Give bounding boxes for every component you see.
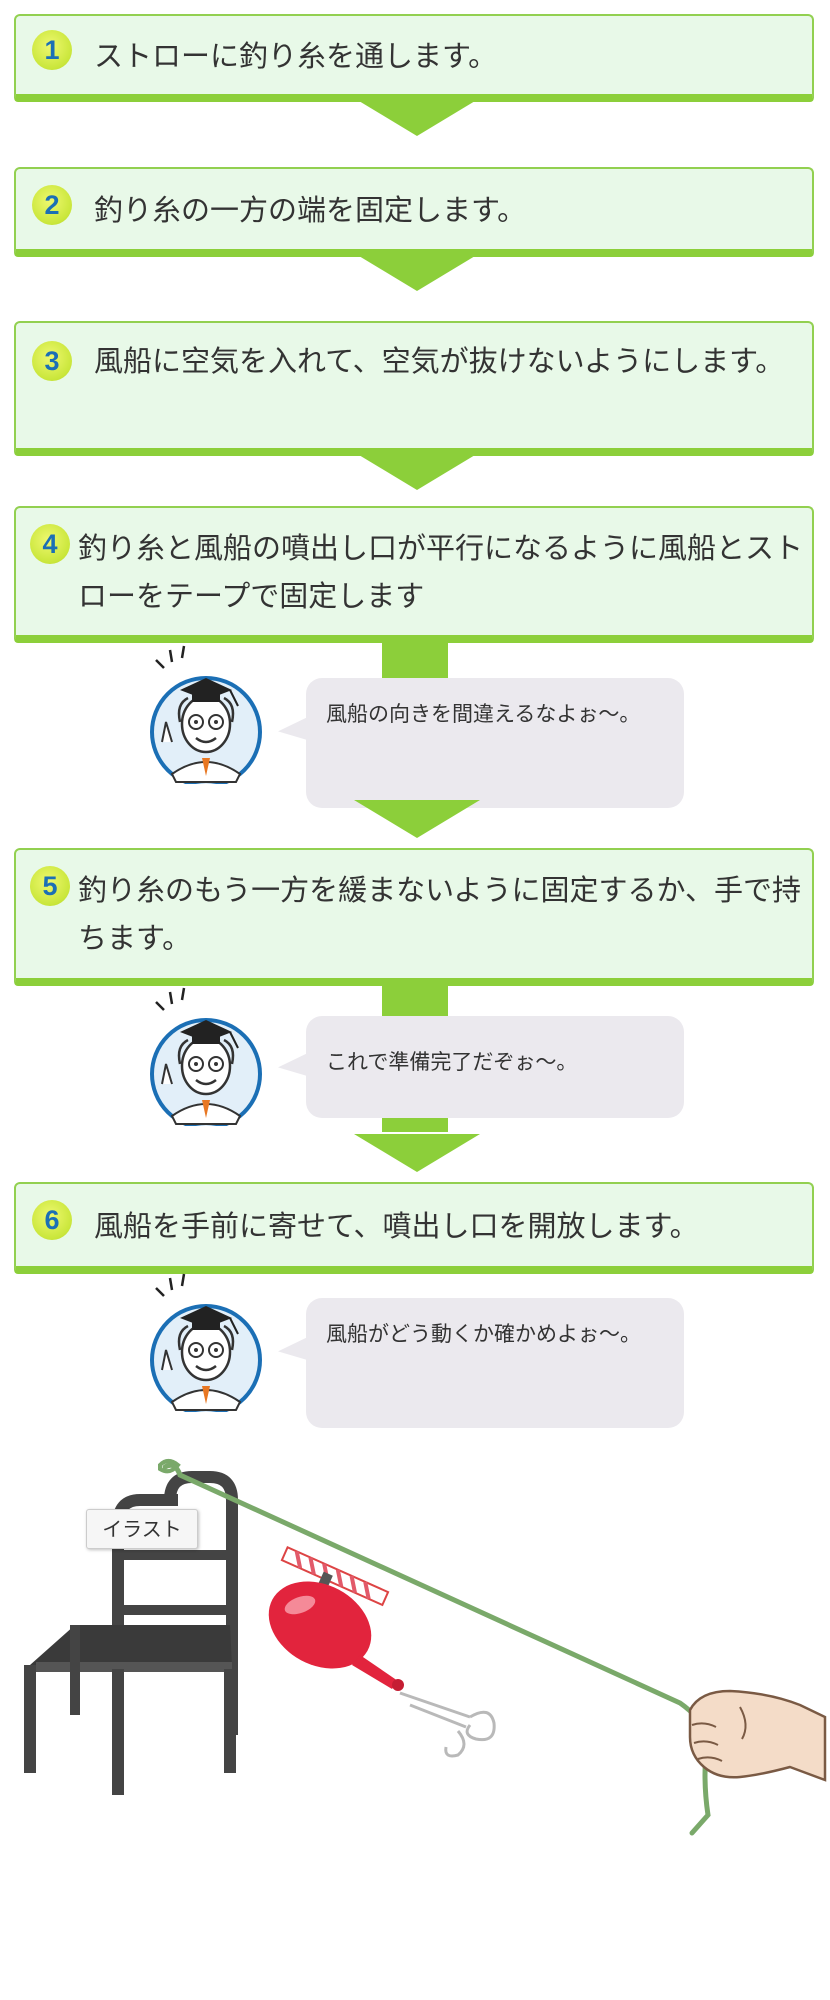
balloon-icon: [268, 1581, 404, 1691]
down-arrow-icon: [354, 253, 480, 291]
down-arrow-icon: [354, 98, 480, 136]
step-text: 釣り糸の一方の端を固定します。: [94, 193, 527, 227]
step-text: ストローに釣り糸を通します。: [94, 39, 498, 73]
straw-icon: [280, 1546, 390, 1607]
speech-bubble: これで準備完了だぞぉ〜。: [306, 1016, 684, 1118]
professor-icon: [150, 1273, 262, 1412]
step-number-badge: 5: [30, 866, 70, 906]
speech-bubble: 風船の向きを間違えるなよぉ〜。: [306, 678, 684, 808]
down-arrow-icon: [354, 1134, 480, 1172]
illustration-label: イラスト: [86, 1509, 198, 1549]
professor-icon: [150, 645, 262, 784]
step-6: 6 風船を手前に寄せて、噴出し口を開放します。: [14, 1182, 814, 1274]
step-text: 釣り糸と風船の噴出し口が平行になるように風船とストローをテープで固定します: [78, 531, 804, 613]
fishing-line: [162, 1462, 711, 1836]
step-text: 風船に空気を入れて、空気が抜けないようにします。: [94, 344, 785, 378]
step-1: 1 ストローに釣り糸を通します。: [14, 14, 814, 102]
air-swirl-icon: [399, 1691, 496, 1758]
step-text: 釣り糸のもう一方を緩まないように固定するか、手で持ちます。: [78, 873, 801, 955]
step-number-badge: 3: [32, 341, 72, 381]
step-number-badge: 6: [32, 1200, 72, 1240]
down-arrow-icon: [354, 800, 480, 838]
step-3: 3 風船に空気を入れて、空気が抜けないようにします。: [14, 321, 814, 456]
step-2: 2 釣り糸の一方の端を固定します。: [14, 167, 814, 257]
down-arrow-icon: [354, 452, 480, 490]
step-number-badge: 2: [32, 185, 72, 225]
speech-bubble: 風船がどう動くか確かめよぉ〜。: [306, 1298, 684, 1428]
step-4: 4 釣り糸と風船の噴出し口が平行になるように風船とストローをテープで固定します: [14, 506, 814, 643]
step-5: 5 釣り糸のもう一方を緩まないように固定するか、手で持ちます。: [14, 848, 814, 986]
hand-icon: [688, 1689, 827, 1782]
step-number-badge: 4: [30, 524, 70, 564]
step-number-badge: 1: [32, 30, 72, 70]
step-text: 風船を手前に寄せて、噴出し口を開放します。: [94, 1209, 699, 1243]
professor-icon: [150, 987, 262, 1126]
